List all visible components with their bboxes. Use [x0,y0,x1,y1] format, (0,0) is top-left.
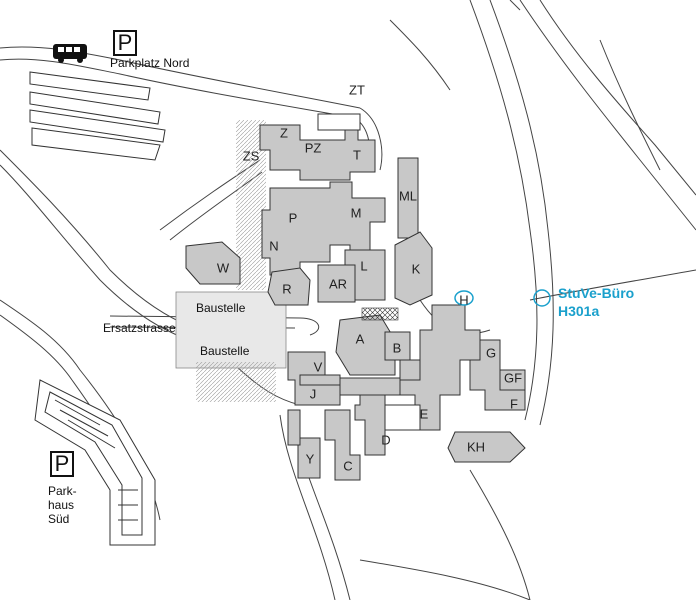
label-parkhaus-sued-line3: Süd [48,512,70,526]
label-baustelle-1: Baustelle [196,301,246,315]
stuve-label-line1: StuVe-Büro [558,285,635,301]
building-label-l: L [360,258,368,274]
label-parkhaus-sued-line2: haus [48,498,75,512]
building-label-j: J [309,386,317,402]
building-h-marker-icon [454,290,474,306]
building-label-v: V [313,359,323,375]
building-label-d: D [381,432,391,448]
building-label-g: G [485,345,497,361]
walkway-grid [361,307,399,321]
stuve-label: StuVe-Büro H301a [558,284,634,320]
building-label-h: H [459,292,469,308]
building-label-a: A [355,331,365,347]
building-label-c: C [343,458,353,474]
building-label-p: P [288,210,298,226]
label-ersatzstrasse: Ersatzstrasse [103,321,176,335]
building-label-ar: AR [328,276,348,292]
label-baustelle-2: Baustelle [200,344,250,358]
building-label-zs: ZS [242,148,260,164]
label-parkhaus-sued: Park- haus Süd [48,484,77,526]
building-label-m: M [350,205,362,221]
buildings [185,113,526,481]
parking-sign-icon: P [50,451,74,477]
building-label-kh: KH [466,439,486,455]
building-label-w: W [216,260,230,276]
building-label-gf: GF [503,370,523,386]
building-label-f: F [510,396,518,412]
building-label-ml: ML [398,188,418,204]
building-label-zt: ZT [349,82,365,98]
stuve-label-line2: H301a [558,303,600,319]
building-label-k: K [411,261,421,277]
building-label-t: T [353,147,361,163]
construction-area [175,120,287,402]
building-label-b: B [392,340,402,356]
bus-icon [53,44,87,63]
parking-sign-icon: P [113,30,137,56]
building-label-e: E [419,406,429,422]
stuve-marker-icon [533,289,551,307]
building-label-pz: PZ [304,140,322,156]
label-parkhaus-sued-line1: Park- [48,484,77,498]
building-label-y: Y [305,451,315,467]
parkhaus-sued-structure [34,379,156,546]
building-label-r: R [282,281,292,297]
parkplatz-nord-lots [29,71,166,161]
label-parkplatz-nord: Parkplatz Nord [110,56,190,70]
building-label-n: N [269,238,279,254]
building-label-z: Z [280,125,288,141]
